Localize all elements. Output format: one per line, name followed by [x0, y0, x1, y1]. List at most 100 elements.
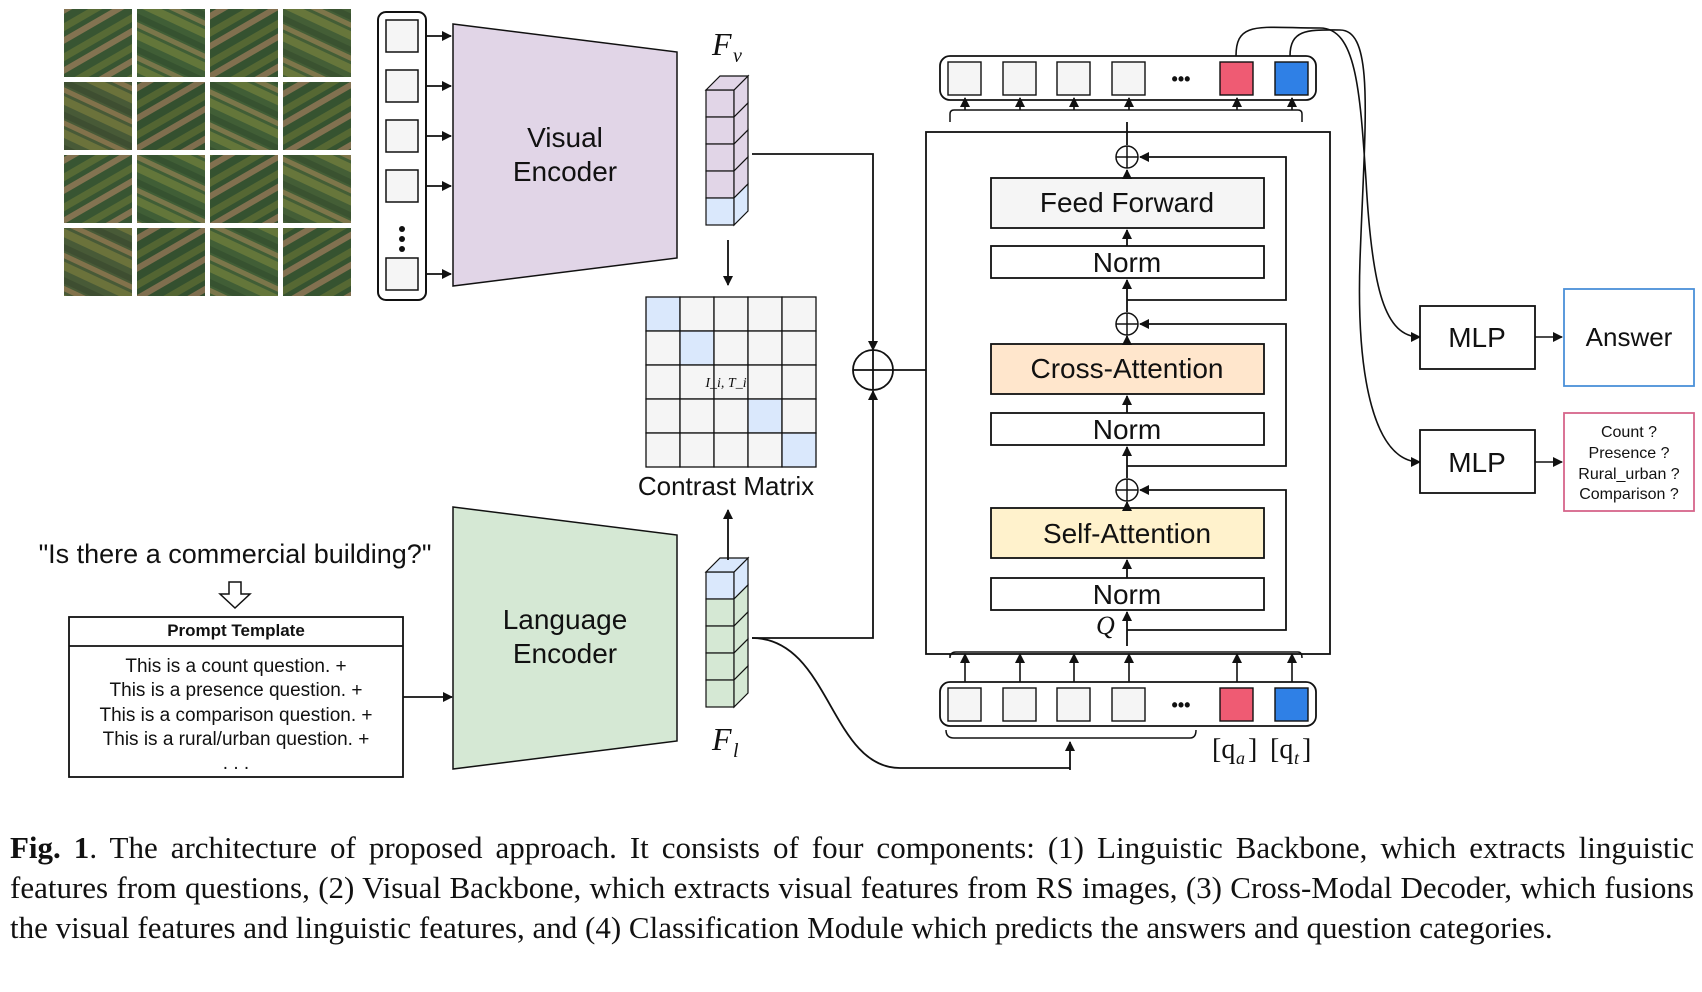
satellite-tile-texture [137, 155, 205, 223]
output-connectors [1235, 26, 1563, 467]
contrast-matrix-cell [679, 398, 715, 434]
prompt-line-4: This is a rural/urban question. + [103, 729, 370, 750]
mlp-category: MLP [1419, 429, 1536, 494]
language-encoder-label-line2: Encoder [513, 638, 617, 669]
feature-cell [705, 598, 735, 627]
fv-label: F [711, 26, 732, 62]
token [1002, 687, 1037, 722]
feature-cell-side [733, 664, 749, 709]
figure-caption-text: . The architecture of proposed approach.… [10, 830, 1694, 945]
figure-caption: Fig. 1. The architecture of proposed app… [10, 828, 1694, 948]
norm-block-bottom [990, 577, 1265, 611]
contrast-matrix-cell [645, 364, 681, 400]
contrast-matrix-cell [713, 296, 749, 332]
satellite-tile-texture [283, 82, 351, 150]
feature-cell [705, 197, 735, 226]
question-text: "Is there a commercial building?" [39, 539, 432, 569]
satellite-tile-texture [137, 9, 205, 77]
mlp-category-label: MLP [1448, 447, 1506, 478]
feature-cell [705, 571, 735, 600]
satellite-tile-texture [64, 228, 132, 296]
prompt-template-title: Prompt Template [167, 621, 305, 640]
fl-subscript: l [733, 740, 739, 762]
prompt-line-3: This is a comparison question. + [100, 705, 373, 726]
mlp-answer-label: MLP [1448, 322, 1506, 353]
token [947, 61, 982, 96]
language-encoder: Language Encoder [452, 506, 678, 770]
prompt-line-2: This is a presence question. + [110, 680, 363, 701]
q-label: Q [1096, 611, 1115, 640]
feature-cell-side [733, 182, 749, 227]
prompt-line-5: . . . [223, 753, 249, 774]
patch-token [385, 119, 419, 153]
query-token-row: ••• [q a ] [q t ] [939, 651, 1317, 768]
token [1056, 61, 1091, 96]
query-labels: [q a ] [q t ] [1212, 734, 1311, 768]
answer-label: Answer [1586, 322, 1673, 352]
satellite-tile-texture [137, 82, 205, 150]
feature-cell-top [704, 75, 750, 91]
output-token-row: ••• [939, 55, 1317, 122]
norm-block-middle [990, 412, 1265, 446]
feed-forward-label: Feed Forward [1040, 187, 1214, 218]
type-query-token [1274, 61, 1309, 96]
contrast-matrix-cell [713, 330, 749, 366]
self-attention-label: Self-Attention [1043, 518, 1211, 549]
contrast-matrix-cell [747, 398, 783, 434]
satellite-tile-texture [137, 228, 205, 296]
down-arrow-icon [218, 581, 252, 610]
contrast-matrix-cell [747, 296, 783, 332]
norm-label-middle: Norm [1093, 414, 1161, 445]
contrast-matrix-cell [747, 364, 783, 400]
fv-subscript: v [733, 45, 742, 67]
answer-query-token [1219, 61, 1254, 96]
feature-cell-top [704, 557, 750, 573]
patch-token [385, 169, 419, 203]
satellite-image-patches [64, 9, 351, 296]
satellite-tile-texture [210, 82, 278, 150]
language-encoder-label-line1: Language [503, 604, 628, 635]
category-comparison: Comparison ? [1579, 486, 1679, 503]
norm-label-bottom: Norm [1093, 579, 1161, 610]
answer-query-token [1219, 687, 1254, 722]
satellite-tile-texture [283, 155, 351, 223]
satellite-tile-texture [64, 9, 132, 77]
figure-label: Fig. 1 [10, 830, 90, 865]
satellite-tile-texture [210, 9, 278, 77]
contrast-matrix-cell [645, 398, 681, 434]
qt-label-close: ] [1302, 734, 1311, 765]
norm-block-top [990, 245, 1265, 279]
feature-cell [705, 143, 735, 172]
contrast-matrix: I_i, T_i Contrast Matrix [638, 296, 817, 501]
visual-feature-stack: F v [704, 26, 750, 227]
feature-cell [705, 116, 735, 145]
feature-cell [705, 625, 735, 654]
contrast-matrix-cell [781, 296, 817, 332]
satellite-tile-texture [210, 228, 278, 296]
feature-cell [705, 679, 735, 708]
qa-label-close: ] [1248, 734, 1257, 765]
contrast-matrix-cell [713, 398, 749, 434]
contrast-matrix-cell [781, 330, 817, 366]
satellite-tile-texture [283, 228, 351, 296]
qt-subscript: t [1294, 748, 1300, 768]
contrast-matrix-cell [747, 432, 783, 468]
fusion-plus-icon [852, 349, 894, 391]
patch-token [385, 19, 419, 53]
satellite-tile-texture [64, 155, 132, 223]
visual-encoder-label-line2: Encoder [513, 156, 617, 187]
contrast-matrix-cell [679, 330, 715, 366]
visual-encoder: Visual Encoder [452, 23, 678, 287]
category-rural-urban: Rural_urban ? [1578, 466, 1680, 483]
contrast-matrix-cell [781, 432, 817, 468]
fl-label: F [711, 721, 732, 757]
contrast-matrix-label: Contrast Matrix [638, 471, 814, 501]
cross-attention-block [990, 343, 1265, 395]
contrast-matrix-cell [713, 432, 749, 468]
contrast-matrix-cell [645, 330, 681, 366]
contrast-matrix-cell [679, 364, 715, 400]
prompt-line-1: This is a count question. + [125, 656, 346, 677]
contrast-matrix-cell [747, 330, 783, 366]
contrast-matrix-cell [781, 364, 817, 400]
